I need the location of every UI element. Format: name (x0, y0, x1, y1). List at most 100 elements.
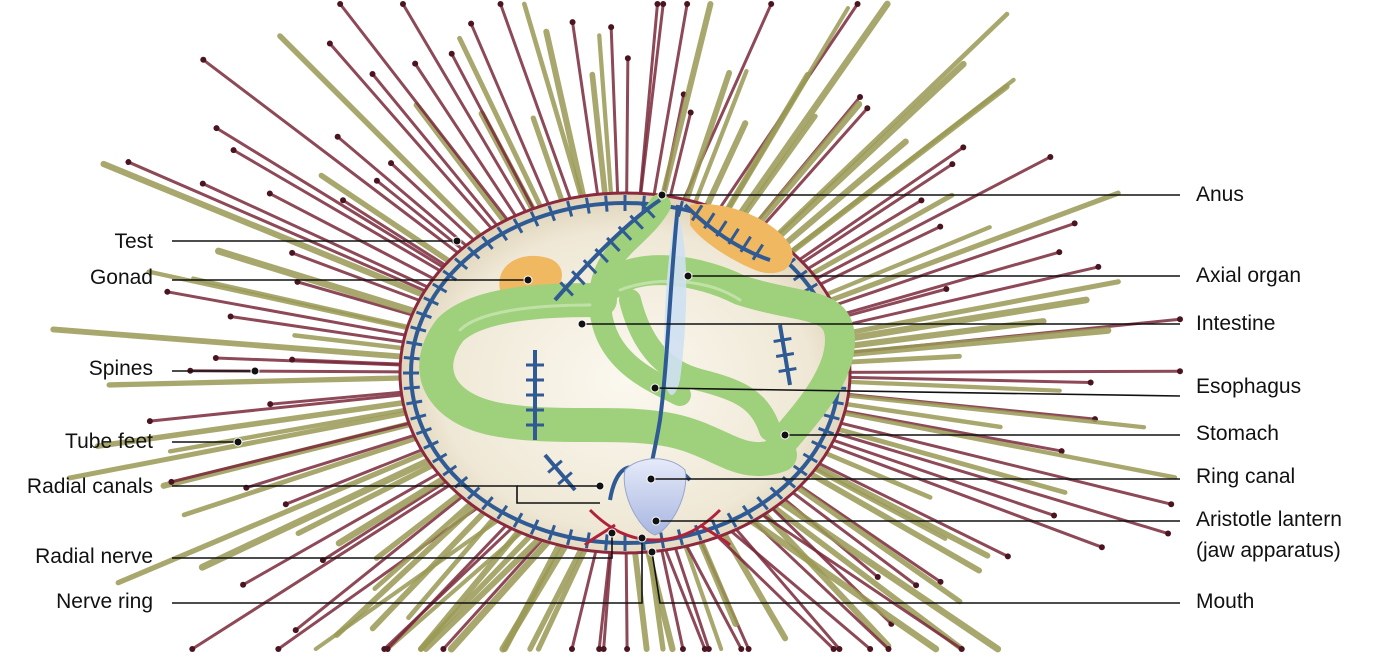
tube-foot-tip (746, 646, 752, 652)
tube-foot-tip (370, 71, 376, 77)
tube-foot-tip (768, 1, 774, 7)
label-test: Test (114, 230, 153, 254)
tube-foot-tip (684, 1, 690, 7)
tube-foot-tip (125, 159, 131, 165)
tube-foot (638, 4, 663, 213)
tube-foot-tip (275, 646, 281, 652)
nerve-ring-pointer (638, 534, 646, 542)
tube-foot-tip (836, 646, 842, 652)
label-tube-feet: Tube feet (65, 430, 153, 454)
label-mouth: Mouth (1196, 590, 1254, 614)
rim-tick (404, 357, 420, 358)
tube-foot-tip (289, 250, 295, 256)
tube-foot-tip (231, 147, 237, 153)
tube-foot-tip (857, 94, 863, 100)
tube-foot-tip (885, 646, 891, 652)
tube-foot-tip (164, 289, 170, 295)
esophagus-pointer (651, 384, 659, 392)
tube-foot-tip (875, 574, 881, 580)
label-anus: Anus (1196, 183, 1244, 207)
tube-foot-tip (1088, 379, 1094, 385)
tube-foot-tip (385, 646, 391, 652)
radial-nerve-pointer (608, 529, 616, 537)
rim-tick (606, 534, 607, 550)
tube-foot-tip (449, 51, 455, 57)
tube-foot-tip (855, 1, 861, 7)
tube-foot-tip (831, 646, 837, 652)
tube-foot-tip (1051, 512, 1057, 518)
label-aristotle-lantern: Aristotle lantern (1196, 508, 1379, 532)
tube-foot-tip (412, 61, 418, 67)
label-intestine: Intestine (1196, 312, 1275, 336)
tube-foot-tip (440, 646, 446, 652)
tube-foot (796, 157, 1051, 290)
tube-foot-tip (468, 21, 474, 27)
tube-foot-tip (738, 646, 744, 652)
tube-foot-tip (608, 24, 614, 30)
tube-foot-tip (283, 501, 289, 507)
tube-foot (217, 128, 463, 279)
tube-foot-tip (1165, 531, 1171, 537)
axial-organ-pointer (684, 272, 692, 280)
tube-foot-tip (1099, 544, 1105, 550)
label-axial-organ: Axial organ (1196, 264, 1301, 288)
tube-foot (167, 292, 429, 340)
tube-feet-pointer (234, 438, 242, 446)
tube-foot-tip (688, 109, 694, 115)
tube-foot-tip (1005, 553, 1011, 559)
tube-foot-tip (498, 1, 504, 7)
intestine-pointer (578, 320, 586, 328)
tube-foot-tip (1095, 264, 1101, 270)
tube-foot-tip (680, 646, 686, 652)
tube-foot-tip (189, 646, 195, 652)
rim-tick (404, 387, 420, 388)
spine (820, 409, 1175, 478)
rim-tick (606, 196, 607, 212)
tube-foot-tip (960, 144, 966, 150)
ring-canal-pointer (647, 475, 655, 483)
label-gonad: Gonad (90, 266, 153, 290)
label-radial-canals: Radial canals (27, 475, 153, 499)
tube-foot-tip (267, 191, 273, 197)
tube-foot-tip (335, 134, 341, 140)
tube-foot-tip (949, 161, 955, 167)
tube-foot-tip (625, 55, 631, 61)
tube-foot (627, 58, 628, 213)
label-radial-nerve: Radial nerve (35, 545, 153, 569)
tube-foot-tip (374, 178, 380, 184)
tube-foot-tip (289, 357, 295, 363)
tube-foot-tip (240, 582, 246, 588)
tube-foot-tip (918, 197, 924, 203)
tube-foot-tip (1177, 368, 1183, 374)
tube-foot-tip (293, 627, 299, 633)
tube-foot-tip (200, 57, 206, 63)
tube-foot-tip (1056, 249, 1062, 255)
tube-foot-tip (1177, 316, 1183, 322)
label-jaw-apparatus: (jaw apparatus) (1196, 539, 1341, 563)
label-esophagus: Esophagus (1196, 375, 1301, 399)
tube-foot-tip (660, 1, 666, 7)
tube-foot-tip (200, 181, 206, 187)
tube-foot-tip (943, 286, 949, 292)
tube-foot-tip (388, 160, 394, 166)
tube-foot-tip (1072, 220, 1078, 226)
tube-foot-tip (337, 1, 343, 7)
test-pointer (453, 237, 461, 245)
tube-foot-tip (400, 1, 406, 7)
tube-foot-tip (1047, 154, 1053, 160)
tube-foot-tip (147, 418, 153, 424)
tube-foot-tip (654, 1, 660, 7)
tube-foot-tip (168, 479, 174, 485)
tube-foot-tip (937, 224, 943, 230)
tube-foot (825, 371, 1180, 372)
label-nerve-ring: Nerve ring (56, 590, 153, 614)
mouth-pointer (648, 548, 656, 556)
spines-pointer (251, 367, 259, 375)
tube-foot-tip (702, 646, 708, 652)
tube-foot-tip (570, 19, 576, 25)
aristotle-lantern-pointer (652, 517, 660, 525)
tube-foot-tip (214, 125, 220, 131)
label-spines: Spines (89, 357, 153, 381)
